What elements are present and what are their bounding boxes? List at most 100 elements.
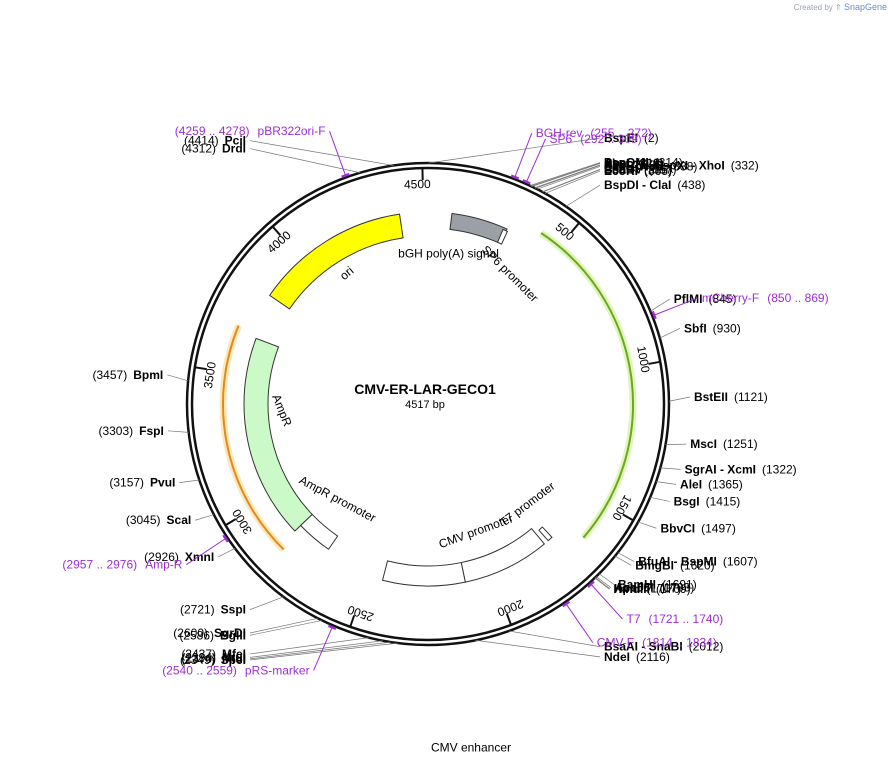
- primer-name-amp-r: Amp-R: [145, 558, 183, 572]
- primer-leader: [565, 603, 594, 643]
- tick-mark: [648, 360, 661, 365]
- enzyme-name-bbvci: BbvCI: [660, 521, 695, 535]
- enzyme-position: (2600): [173, 626, 208, 640]
- primer-range: (2957 .. 2976): [62, 558, 137, 572]
- enzyme-leader: [249, 637, 369, 655]
- enzyme-name-pvui: PvuI: [150, 476, 175, 490]
- enzyme-leader: [595, 577, 611, 589]
- enzyme-leader: [531, 163, 601, 187]
- plasmid-name: CMV-ER-LAR-GECO1: [354, 381, 496, 397]
- enzyme-leader: [535, 165, 601, 189]
- enzyme-leader: [542, 169, 601, 193]
- enzyme-position: (3303): [98, 424, 133, 438]
- primer-name-mcherry-f: mCherry-F: [702, 291, 759, 305]
- enzyme-leader: [195, 514, 214, 521]
- enzyme-leader: [659, 327, 681, 339]
- tick-label: 4000: [264, 228, 294, 256]
- plasmid-size: 4517 bp: [405, 399, 445, 411]
- enzyme-position: (1365): [708, 477, 743, 491]
- enzyme-leader: [596, 576, 612, 588]
- enzyme-position: (845): [708, 292, 736, 306]
- tick-label: 1000: [634, 345, 653, 374]
- enzyme-position: (2116): [636, 650, 670, 664]
- enzyme-name-mfei: MfeI: [222, 647, 246, 661]
- tick-mark: [622, 513, 634, 522]
- enzyme-leader: [218, 548, 236, 558]
- sp6-promoter-label: SP6 promoter: [479, 243, 541, 305]
- primer-range: (2540 .. 2559): [162, 663, 237, 677]
- enzyme-leader: [249, 642, 398, 661]
- enzyme-leader: [249, 140, 394, 166]
- primer-name-t7: T7: [627, 612, 641, 626]
- enzyme-position: (2012): [689, 640, 724, 654]
- enzyme-name-bamhi: BamHI: [618, 578, 656, 592]
- tick-label: 3500: [201, 361, 219, 390]
- enzyme-name-bglii: BglII: [220, 628, 246, 642]
- enzyme-leader: [179, 479, 200, 484]
- enzyme-name-ndei: NdeI: [604, 650, 630, 664]
- enzyme-name-bmgbi: BmgBI: [635, 558, 674, 572]
- enzyme-position: (1121): [734, 390, 768, 404]
- ampr-promoter-feature-arrow: [299, 513, 339, 550]
- primer-range: (1814 .. 1834): [642, 636, 717, 650]
- primer-name-cmv-f: CMV-F: [597, 636, 634, 650]
- primer-mark: [341, 172, 350, 179]
- enzyme-leader: [249, 640, 383, 658]
- primer-range: (4259 .. 4278): [175, 124, 250, 138]
- enzyme-position: (2586): [179, 628, 214, 642]
- enzyme-leader: [617, 552, 635, 562]
- enzyme-name-msci: MscI: [690, 437, 717, 451]
- credit-brand: SnapGene: [843, 2, 887, 12]
- enzyme-leader: [660, 467, 681, 470]
- enzyme-name-paer7i-pspxi-xhoi: PaeR7I - PspXI - XhoI: [604, 158, 725, 172]
- ori-feature-arrow: [268, 213, 404, 310]
- enzyme-leader: [598, 573, 615, 585]
- enzyme-name-scai: ScaI: [167, 513, 192, 527]
- enzyme-leader: [249, 620, 323, 636]
- primer-leader: [329, 131, 346, 176]
- enzyme-position: (4312): [181, 142, 216, 156]
- mCherry-region-arc: [540, 232, 634, 539]
- enzyme-position: (4414): [184, 134, 219, 148]
- enzyme-position: (2370): [181, 652, 216, 666]
- enzyme-name-bfuai-bspmi: BfuAI - BspMI: [638, 555, 717, 569]
- ampr-feature-arrow: [243, 337, 313, 532]
- primer-name-pbr322ori-f: pBR322ori-F: [258, 124, 326, 138]
- tick-label: 2000: [495, 597, 525, 620]
- enzyme-position: (1251): [723, 437, 758, 451]
- enzyme-name-bspei: BspEI: [604, 131, 638, 145]
- enzyme-name-bsabi: BsaBI: [604, 162, 638, 176]
- primer-mark: [522, 179, 531, 185]
- credit-prefix: Created by: [793, 3, 833, 12]
- enzyme-leader: [428, 137, 601, 164]
- enzyme-leader: [508, 630, 601, 648]
- enzyme-leader: [475, 639, 601, 658]
- tick-label: 2500: [345, 602, 375, 624]
- tick-mark: [349, 615, 356, 628]
- enzyme-name-pflmi: PflMI: [674, 292, 703, 306]
- enzyme-position: (3157): [109, 476, 144, 490]
- enzyme-name-bsteii: BstEII: [694, 390, 728, 404]
- enzyme-position: (1703): [660, 581, 695, 595]
- tick-label: 4500: [404, 177, 431, 192]
- t7-promoter-feature-arrow: [538, 526, 553, 542]
- enzyme-layer: BspEI(2)PspOMI(314)ApaI(318)XbaI(320)Nsi…: [93, 131, 797, 667]
- primer-leader: [514, 133, 533, 178]
- enzyme-position: (2721): [180, 603, 215, 617]
- enzyme-name-mlui: MluI: [222, 652, 246, 666]
- enzyme-leader: [537, 166, 601, 190]
- enzyme-name-hindiii: HindIII: [613, 582, 650, 596]
- enzyme-position: (930): [713, 321, 741, 335]
- enzyme-name-apai: ApaI: [604, 156, 630, 170]
- tick-mark: [570, 222, 580, 233]
- enzyme-name-nrui: NruI: [222, 650, 246, 664]
- enzyme-position: (314): [655, 156, 683, 170]
- cmv-enhancer-label: CMV enhancer: [431, 740, 511, 754]
- enzyme-position: (338): [669, 159, 697, 173]
- enzyme-name-ecorv: EcoRV: [604, 163, 642, 177]
- bgh-poly-a-signal-label: bGH poly(A) signal: [398, 246, 499, 260]
- enzyme-position: (357): [648, 163, 676, 177]
- ampr-label: AmpR: [269, 392, 295, 428]
- enzyme-position: (2349): [180, 653, 215, 667]
